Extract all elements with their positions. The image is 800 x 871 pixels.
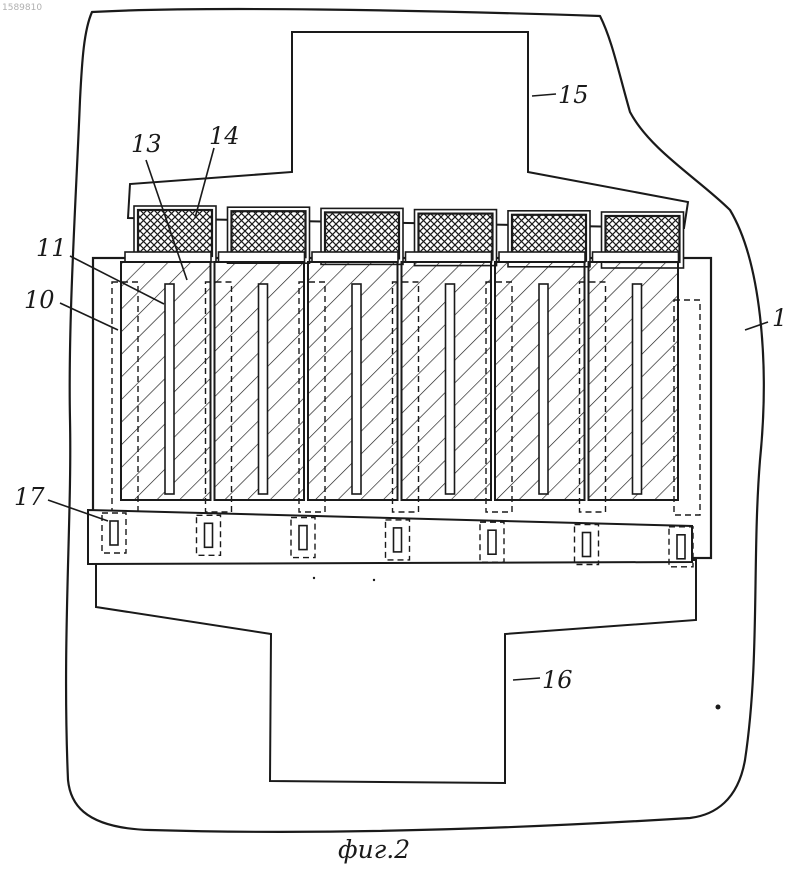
cell-6 [580, 212, 684, 512]
cell-2 [206, 207, 310, 512]
figure-caption: фиг.2 [338, 835, 410, 864]
cell-4 [393, 210, 497, 512]
label-14: 14 [209, 122, 240, 150]
cells-group [112, 206, 700, 515]
slot [352, 284, 361, 494]
slot [446, 284, 455, 494]
label-17: 17 [14, 483, 45, 511]
corner-code: 1589810 [2, 3, 42, 13]
crosshatch-block [138, 210, 212, 256]
label-10: 10 [24, 286, 55, 314]
contact-hole [394, 528, 402, 552]
slot [633, 284, 642, 494]
label-16: 16 [542, 666, 573, 694]
label-11: 11 [36, 234, 67, 262]
scan-speck [716, 705, 721, 710]
scan-speck [313, 577, 315, 579]
cell-neck [125, 252, 211, 262]
label-13: 13 [131, 130, 162, 158]
cell-neck [312, 252, 398, 262]
slot [165, 284, 174, 494]
cell-3 [299, 208, 403, 512]
cell-5 [486, 211, 590, 512]
slot [259, 284, 268, 494]
slot [539, 284, 548, 494]
label-15: 15 [558, 81, 589, 109]
cell-1 [112, 206, 216, 512]
cell-neck [593, 252, 679, 262]
scan-speck [373, 579, 375, 581]
crosshatch-block [232, 211, 306, 257]
contact-hole [205, 523, 213, 547]
label-1: 1 [772, 304, 787, 332]
cell-neck [499, 252, 585, 262]
cell-neck [406, 252, 492, 262]
contact-hole [299, 526, 307, 550]
contact-hole [583, 533, 591, 557]
bottom-electrode [96, 560, 696, 783]
contact-hole [488, 530, 496, 554]
contact-hole [110, 521, 118, 545]
contact-hole [677, 535, 685, 559]
cell-neck [219, 252, 305, 262]
